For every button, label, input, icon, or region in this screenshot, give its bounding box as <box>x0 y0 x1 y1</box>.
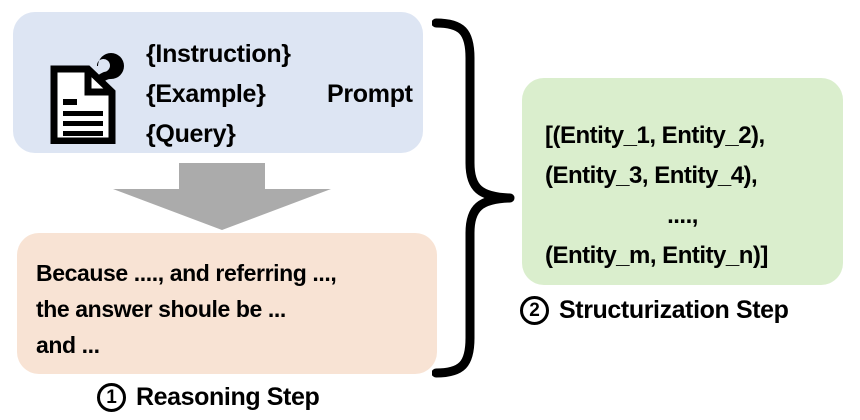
structure-line: (Entity_3, Entity_4), <box>545 162 758 189</box>
structure-line: [(Entity_1, Entity_2), <box>545 122 765 149</box>
document-question-icon <box>48 36 144 145</box>
prompt-line-text: {Example} <box>146 80 266 108</box>
caption-structurization-step: 2 Structurization Step <box>520 296 789 325</box>
prompt-line-query: {Query} <box>146 114 436 154</box>
structure-line: ...., <box>667 202 698 229</box>
reasoning-box: Because ...., and referring ..., the ans… <box>17 233 437 374</box>
curly-brace-icon <box>431 18 516 378</box>
structure-text-block: [(Entity_1, Entity_2), (Entity_3, Entity… <box>532 116 833 276</box>
reasoning-line: Because ...., and referring ..., <box>36 260 337 286</box>
step-badge-2: 2 <box>520 296 549 325</box>
reasoning-text-block: Because ...., and referring ..., the ans… <box>36 255 436 363</box>
prompt-line-instruction: {Instruction} <box>146 34 436 74</box>
prompt-line-example: {Example} Prompt <box>146 74 436 114</box>
prompt-box: {Instruction} {Example} Prompt {Query} <box>13 12 423 153</box>
caption-reasoning-step: 1 Reasoning Step <box>97 383 320 412</box>
reasoning-line: and ... <box>36 332 100 358</box>
step-badge-1: 1 <box>97 383 126 412</box>
structurization-box: [(Entity_1, Entity_2), (Entity_3, Entity… <box>522 78 843 285</box>
prompt-line-text: {Query} <box>146 120 236 148</box>
prompt-label: Prompt <box>327 80 413 108</box>
prompt-line-text: {Instruction} <box>146 40 291 68</box>
structure-line: (Entity_m, Entity_n)] <box>545 242 768 269</box>
caption-label: Structurization Step <box>559 296 789 324</box>
reasoning-line: the answer shoule be ... <box>36 296 286 322</box>
arrow-down-icon <box>113 163 331 230</box>
prompt-text-block: {Instruction} {Example} Prompt {Query} <box>146 34 436 154</box>
caption-label: Reasoning Step <box>136 383 320 411</box>
